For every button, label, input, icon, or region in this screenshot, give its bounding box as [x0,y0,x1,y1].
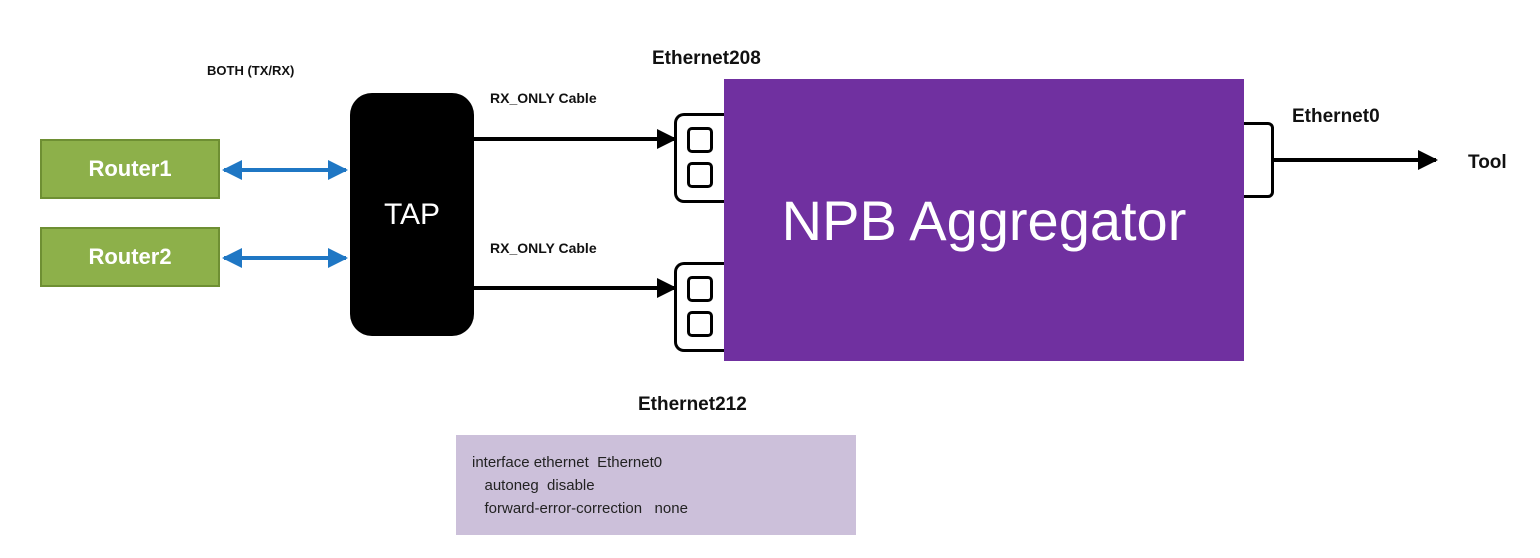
ethernet208-label: Ethernet208 [652,48,761,69]
config-line: forward-error-correction none [472,500,688,517]
ethernet212-label: Ethernet212 [638,394,747,415]
port-slot [687,276,713,302]
port-slot [687,162,713,188]
tap-box: TAP [350,93,474,336]
ethernet208-port [674,113,724,203]
tap-label: TAP [383,197,441,231]
both-txrx-label: BOTH (TX/RX) [207,63,295,78]
rx-only-cable-top-label: RX_ONLY Cable [490,90,597,106]
config-line: autoneg disable [472,477,595,494]
npb-aggregator-box: NPB Aggregator [724,79,1244,361]
ethernet212-port [674,262,724,352]
config-snippet-box: interface ethernet Ethernet0 autoneg dis… [456,435,856,535]
config-line: interface ethernet Ethernet0 [472,454,663,471]
ethernet0-label: Ethernet0 [1292,106,1380,127]
router2-box: Router2 [40,227,220,287]
port-slot [687,127,713,153]
npb-aggregator-label: NPB Aggregator [781,188,1187,252]
port-slot [687,311,713,337]
ethernet0-port [1244,122,1274,198]
router1-box: Router1 [40,139,220,199]
router1-label: Router1 [88,156,172,181]
router2-label: Router2 [88,244,172,269]
tool-label: Tool [1468,152,1507,173]
rx-only-cable-bottom-label: RX_ONLY Cable [490,240,597,256]
